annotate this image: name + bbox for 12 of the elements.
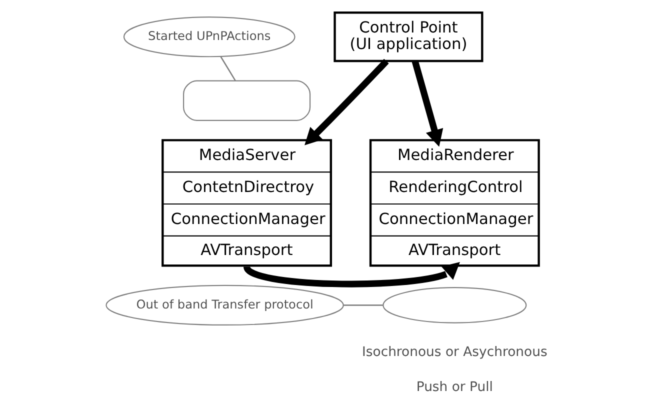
node-ellipse [382,287,527,324]
arrow [412,60,444,147]
connector [220,56,236,82]
label: Isochronous or Asychronous [362,344,548,360]
arrow [244,262,460,288]
connector [343,304,383,306]
node-ellipse: Out of band Transfer protocol [106,284,344,326]
node-box: Control Point (UI application) [334,12,484,62]
label: Push or Pull [416,380,493,396]
arrow [304,58,389,146]
node-box [183,80,311,121]
node-ellipse: Started UPnPActions [123,16,296,58]
